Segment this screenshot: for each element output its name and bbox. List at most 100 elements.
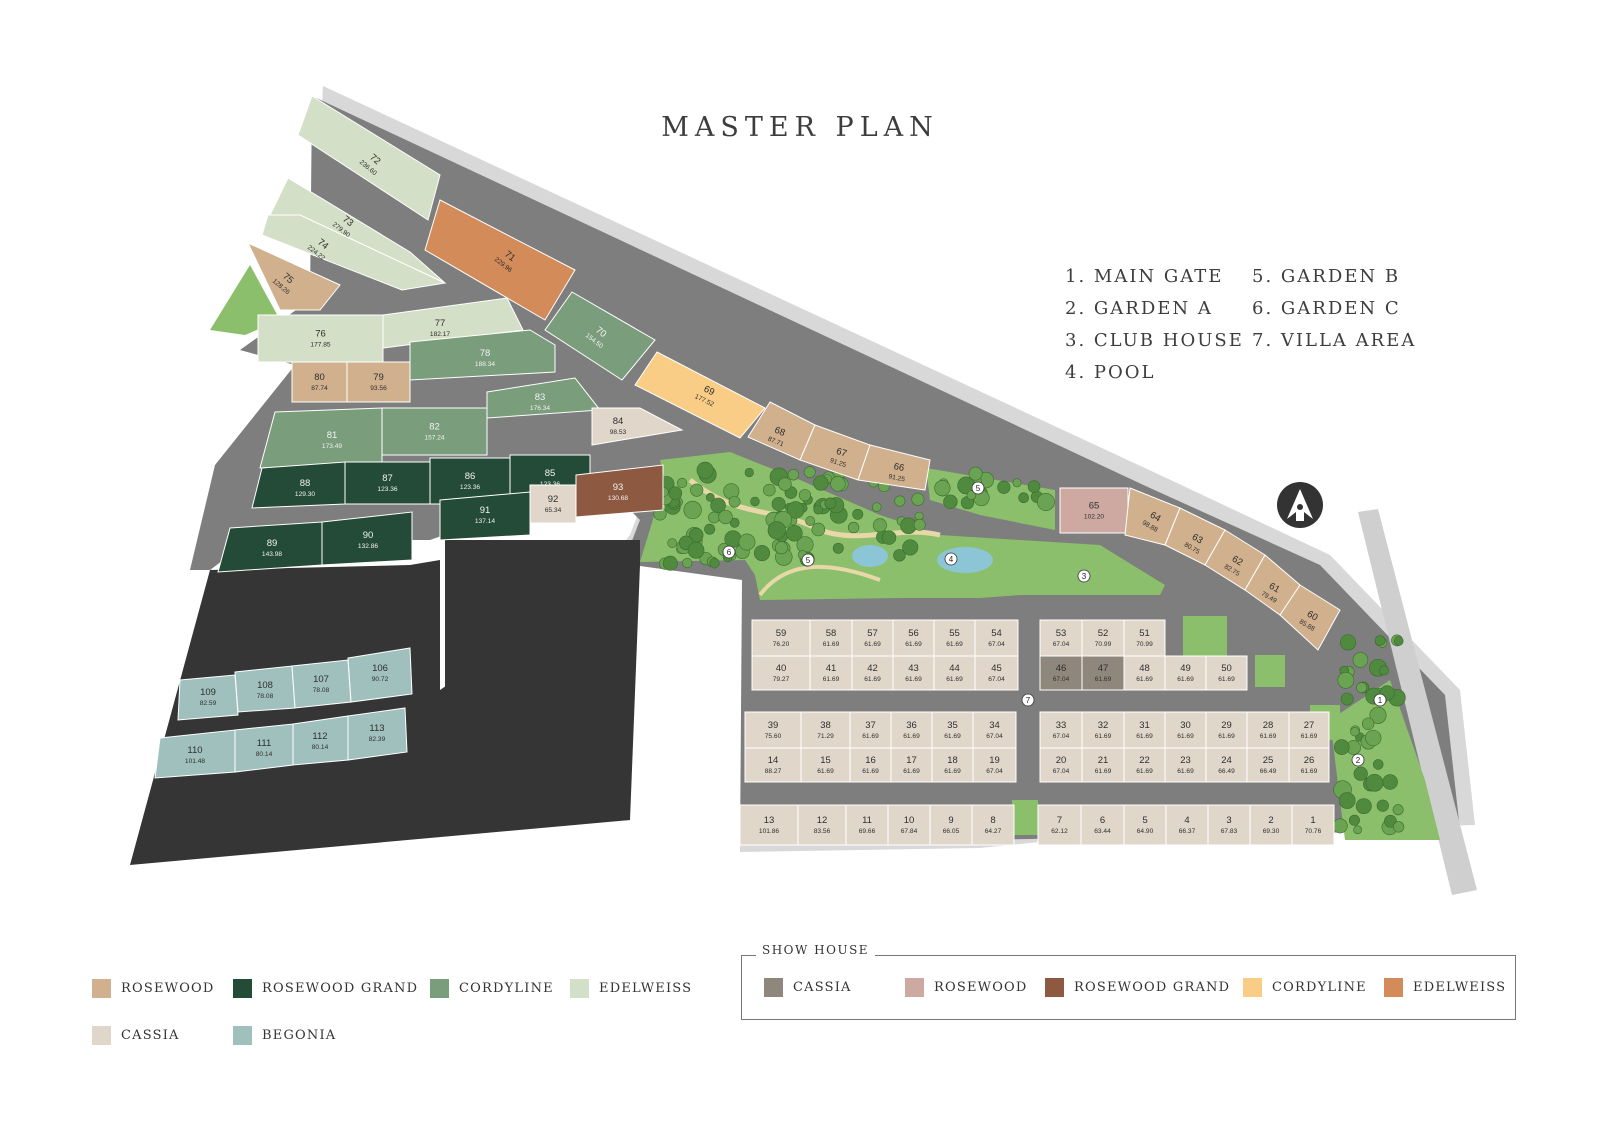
lot-3[interactable]: 367.83	[1207, 804, 1251, 846]
lot-area: 101.48	[185, 758, 206, 765]
legend-item-rosewood: ROSEWOOD	[92, 979, 215, 998]
lot-5[interactable]: 564.90	[1123, 804, 1167, 846]
lot-area: 101.86	[759, 828, 780, 835]
lot-9[interactable]: 966.05	[929, 804, 973, 846]
lot-4[interactable]: 466.37	[1165, 804, 1209, 846]
lot-1[interactable]: 170.76	[1291, 804, 1335, 846]
lot-8[interactable]: 864.27	[971, 804, 1015, 846]
lot-7[interactable]: 762.12	[1037, 804, 1082, 846]
lot-2[interactable]: 269.30	[1249, 804, 1293, 846]
tree-icon	[913, 518, 926, 531]
lot-number: 111	[257, 738, 271, 749]
lot-6[interactable]: 663.44	[1080, 804, 1125, 846]
